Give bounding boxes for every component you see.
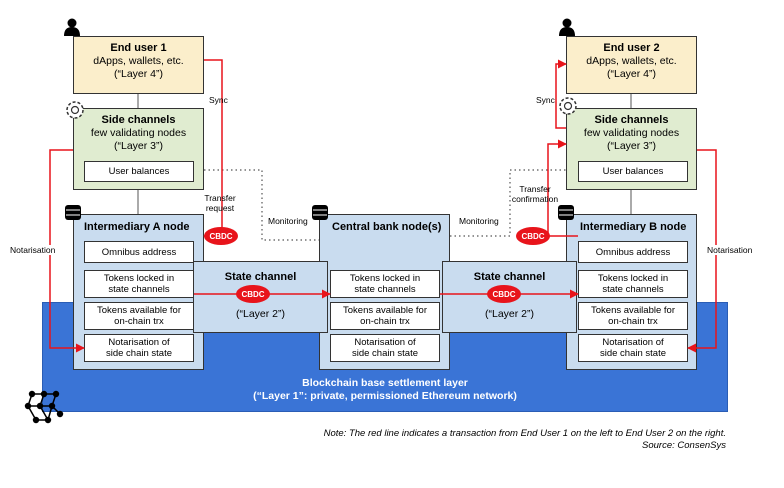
tokens-available-central: Tokens available for on-chain trx <box>330 302 440 330</box>
tokens-locked-b-line2: state channels <box>602 284 664 295</box>
tokens-locked-central-line1: Tokens locked in <box>349 273 421 284</box>
end-user-2-layer: (“Layer 4”) <box>606 67 656 80</box>
sync-label-right: Sync <box>536 95 555 105</box>
omnibus-address-b: Omnibus address <box>578 241 688 263</box>
omnibus-address-a: Omnibus address <box>84 241 194 263</box>
end-user-2-apps: dApps, wallets, etc. <box>586 55 677 67</box>
footnote-note: Note: The red line indicates a transacti… <box>323 428 726 439</box>
side-channels-right-title: Side channels <box>594 114 669 126</box>
notarisation-b-line1: Notarisation of <box>602 337 664 348</box>
end-user-1-apps: dApps, wallets, etc. <box>93 55 184 67</box>
transfer-confirmation-line1: Transfer <box>519 184 551 194</box>
intermediary-a-title: Intermediary A node <box>84 221 190 233</box>
user-balances-left: User balances <box>84 161 194 182</box>
monitoring-label-left: Monitoring <box>268 216 308 226</box>
cbdc-label: CBDC <box>209 231 233 241</box>
end-user-1-layer: (“Layer 4”) <box>113 67 163 80</box>
notarisation-label-right: Notarisation <box>707 245 753 255</box>
transfer-confirmation-label: Transfer confirmation <box>508 184 562 204</box>
side-channels-right-layer: (“Layer 3”) <box>606 139 656 152</box>
omnibus-address-b-label: Omnibus address <box>595 246 671 258</box>
end-user-1-box: End user 1 dApps, wallets, etc. (“Layer … <box>73 36 204 94</box>
cbdc-token-state-right: CBDC <box>487 285 521 303</box>
footnote: Note: The red line indicates a transacti… <box>324 428 726 452</box>
end-user-1-title: End user 1 <box>110 42 167 54</box>
transfer-request-label: Transfer request <box>198 193 242 213</box>
base-layer-subtitle: (“Layer 1”: private, permissioned Ethere… <box>253 390 517 402</box>
tokens-locked-central-line2: state channels <box>354 284 416 295</box>
user-balances-right: User balances <box>578 161 688 182</box>
notarisation-b-line2: side chain state <box>599 348 666 359</box>
omnibus-address-a-label: Omnibus address <box>101 246 177 258</box>
cbdc-label: CBDC <box>492 289 516 299</box>
notarisation-central-line1: Notarisation of <box>354 337 416 348</box>
state-channel-right-title: State channel <box>473 271 546 283</box>
cbdc-label: CBDC <box>521 231 545 241</box>
tokens-available-b: Tokens available for on-chain trx <box>578 302 688 330</box>
tokens-available-a-line2: on-chain trx <box>114 316 164 327</box>
tokens-available-a-line1: Tokens available for <box>97 305 181 316</box>
tokens-locked-b: Tokens locked in state channels <box>578 270 688 298</box>
user-icon <box>559 18 575 36</box>
side-channels-right-nodes: few validating nodes <box>583 127 680 139</box>
tokens-locked-b-line1: Tokens locked in <box>597 273 669 284</box>
notarisation-a-line1: Notarisation of <box>108 337 170 348</box>
tokens-available-central-line2: on-chain trx <box>360 316 410 327</box>
central-bank-title: Central bank node(s) <box>332 221 442 233</box>
red-flow-sync-right <box>555 59 567 129</box>
notarisation-central-line2: side chain state <box>351 348 418 359</box>
notarisation-central: Notarisation of side chain state <box>330 334 440 362</box>
notarisation-a: Notarisation of side chain state <box>84 334 194 362</box>
tokens-locked-a: Tokens locked in state channels <box>84 270 194 298</box>
tokens-available-b-line1: Tokens available for <box>591 305 675 316</box>
sync-label-left: Sync <box>209 95 228 105</box>
notarisation-b: Notarisation of side chain state <box>578 334 688 362</box>
monitoring-label-right: Monitoring <box>459 216 499 226</box>
tokens-available-b-line2: on-chain trx <box>608 316 658 327</box>
transfer-request-line1: Transfer <box>204 193 236 203</box>
state-channel-left-layer: (“Layer 2”) <box>235 308 285 320</box>
tokens-locked-a-line1: Tokens locked in <box>103 273 175 284</box>
base-layer-title: Blockchain base settlement layer <box>302 377 468 389</box>
notarisation-a-line2: side chain state <box>105 348 172 359</box>
state-channel-right-layer: (“Layer 2”) <box>484 308 534 320</box>
cbdc-label: CBDC <box>241 289 265 299</box>
end-user-2-box: End user 2 dApps, wallets, etc. (“Layer … <box>566 36 697 94</box>
state-channel-left-title: State channel <box>224 271 297 283</box>
user-icon <box>64 18 80 36</box>
intermediary-b-title: Intermediary B node <box>580 221 687 233</box>
user-balances-left-label: User balances <box>108 166 170 177</box>
side-channels-left-layer: (“Layer 3”) <box>113 139 163 152</box>
notarisation-label-left: Notarisation <box>10 245 56 255</box>
end-user-2-title: End user 2 <box>603 42 660 54</box>
cbdc-token-transfer-request: CBDC <box>204 227 238 245</box>
footnote-source: Source: ConsenSys <box>642 440 726 451</box>
tokens-available-central-line1: Tokens available for <box>343 305 427 316</box>
tokens-available-a: Tokens available for on-chain trx <box>84 302 194 330</box>
cbdc-token-transfer-confirmation: CBDC <box>516 227 550 245</box>
tokens-locked-central: Tokens locked in state channels <box>330 270 440 298</box>
tokens-locked-a-line2: state channels <box>108 284 170 295</box>
user-balances-right-label: User balances <box>602 166 664 177</box>
side-channels-left-nodes: few validating nodes <box>90 127 187 139</box>
transfer-confirmation-line2: confirmation <box>511 194 559 204</box>
side-channels-left-title: Side channels <box>101 114 176 126</box>
cbdc-token-state-left: CBDC <box>236 285 270 303</box>
transfer-request-line2: request <box>205 203 235 213</box>
